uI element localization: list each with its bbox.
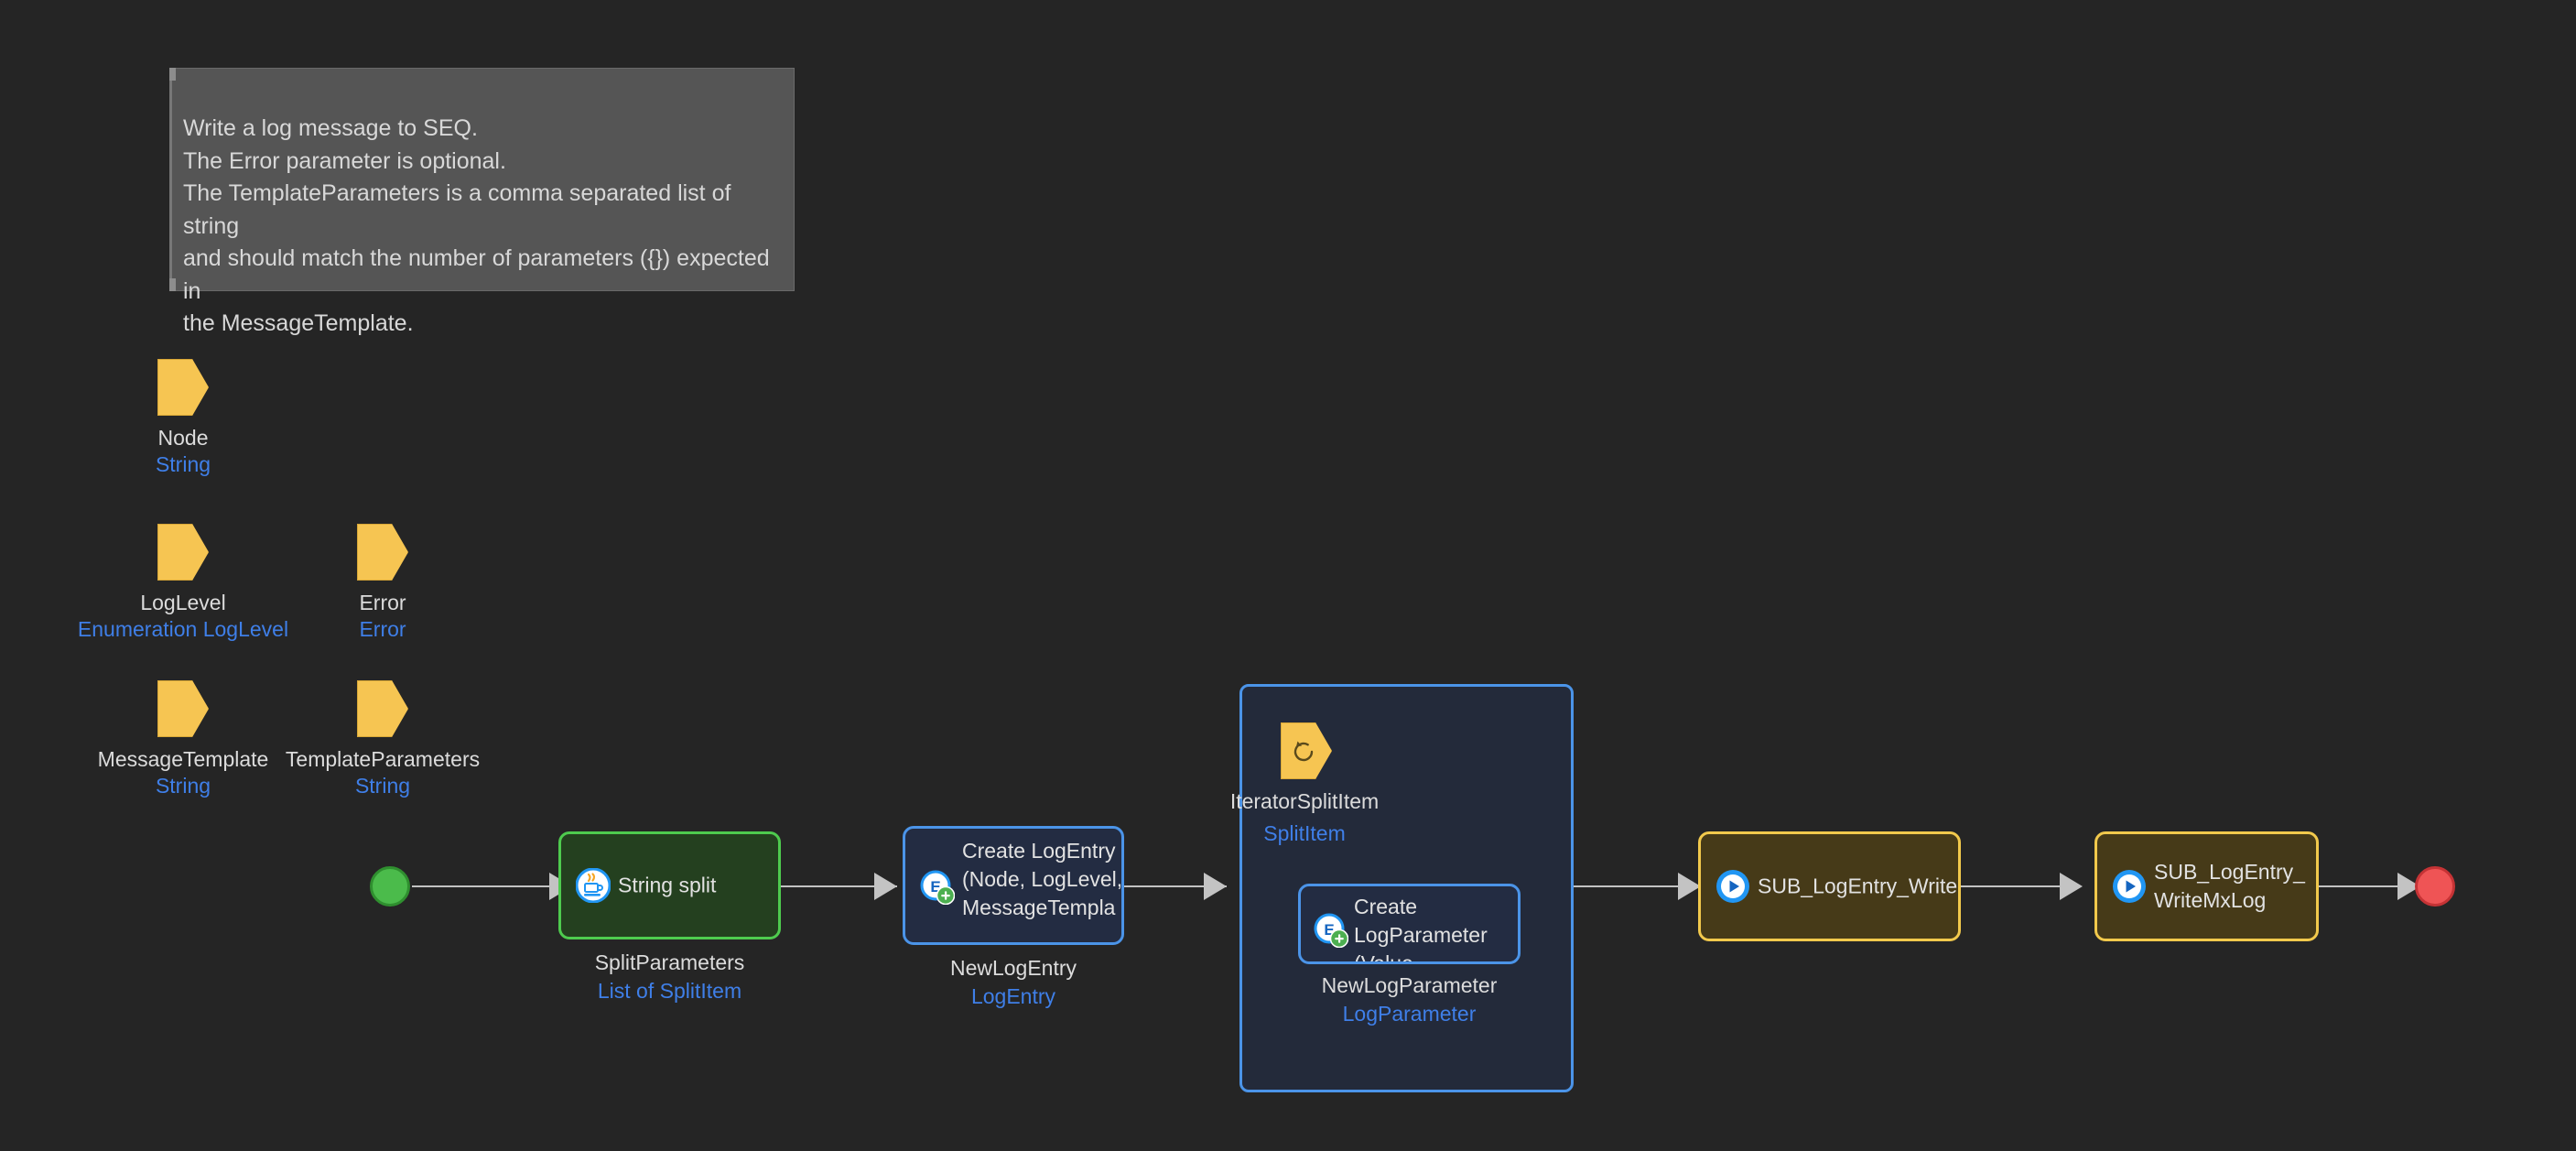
parameter-name: MessageTemplate: [97, 747, 269, 771]
activity-output-type: List of SplitItem: [597, 979, 742, 1003]
parameter-name: Error: [359, 591, 406, 614]
parameter-arrow-icon: [357, 524, 408, 581]
connector-arrowhead: [874, 873, 897, 900]
parameter-arrow-icon: [157, 524, 209, 581]
parameter-arrow-icon: [157, 680, 209, 737]
svg-text:E: E: [930, 878, 940, 896]
parameter-messagetemplate[interactable]: MessageTemplate String: [98, 680, 268, 798]
loop-iterator-icon: [1281, 722, 1332, 779]
activity-output-name: NewLogEntry: [949, 956, 1077, 980]
connector-arrowhead: [2060, 873, 2083, 900]
sub-microflow-icon: [2112, 869, 2147, 904]
loop-iterator-name: IteratorSplitItem: [1229, 789, 1380, 813]
java-action-icon: [575, 867, 612, 904]
comment-text: Write a log message to SEQ. The Error pa…: [183, 115, 770, 336]
loop-iterator-type: SplitItem: [1263, 821, 1346, 845]
parameter-name: LogLevel: [140, 591, 226, 614]
connector-arrowhead: [1204, 873, 1227, 900]
end-event[interactable]: [2415, 866, 2455, 907]
connector-line: [1961, 885, 2080, 887]
parameter-arrow-icon: [357, 680, 408, 737]
activity-caption: String split: [618, 873, 717, 897]
activity-create-log-parameter[interactable]: E Create LogParameter (Value, LogParamet…: [1298, 884, 1521, 964]
parameter-node[interactable]: Node String: [156, 359, 211, 476]
create-object-icon: E: [920, 870, 956, 906]
connector-line: [2319, 885, 2429, 887]
activity-caption: SUB_LogEntry_ WriteMxLog: [2154, 860, 2305, 912]
activity-sub-logentry-writemxlog[interactable]: SUB_LogEntry_ WriteMxLog: [2094, 831, 2319, 941]
parameter-arrow-icon: [157, 359, 209, 416]
activity-sub-logentry-write[interactable]: SUB_LogEntry_Write: [1698, 831, 1961, 941]
connector-line: [1124, 885, 1227, 887]
activity-output-type: LogParameter: [1342, 1002, 1477, 1026]
parameter-type: Enumeration LogLevel: [77, 617, 289, 641]
activity-caption: Create LogEntry (Node, LogLevel, Message…: [962, 839, 1123, 919]
loop-arrow-glyph: [1293, 741, 1314, 762]
parameter-name: Node: [157, 426, 209, 450]
parameter-type: String: [354, 774, 411, 798]
parameter-type: String: [155, 452, 211, 476]
parameter-type: Error: [359, 617, 406, 641]
connector-line: [412, 885, 551, 887]
activity-output-name: SplitParameters: [594, 950, 745, 974]
comment-left-edge: [169, 69, 172, 290]
connector-line: [1574, 885, 1702, 887]
sub-microflow-icon: [1716, 869, 1750, 904]
parameter-templateparameters[interactable]: TemplateParameters String: [286, 680, 480, 798]
parameter-name: TemplateParameters: [285, 747, 481, 771]
parameter-loglevel[interactable]: LogLevel Enumeration LogLevel: [78, 524, 288, 641]
loop-iterator-parameter[interactable]: [1281, 722, 1332, 779]
connector-arrowhead: [1678, 873, 1701, 900]
activity-caption: Create LogParameter (Value, LogParameter…: [1354, 895, 1488, 964]
parameter-type: String: [155, 774, 211, 798]
activity-output-name: NewLogParameter: [1321, 973, 1498, 997]
connector-line: [781, 885, 897, 887]
start-event[interactable]: [370, 866, 410, 907]
activity-output-type: LogEntry: [970, 984, 1056, 1008]
activity-string-split[interactable]: String split: [558, 831, 781, 939]
activity-create-log-entry[interactable]: E Create LogEntry (Node, LogLevel, Messa…: [903, 826, 1124, 945]
comment-handle-bottom[interactable]: [169, 278, 176, 291]
svg-text:E: E: [1324, 921, 1334, 939]
microflow-comment[interactable]: Write a log message to SEQ. The Error pa…: [169, 68, 795, 336]
create-object-icon: E: [1314, 913, 1349, 948]
comment-handle-top[interactable]: [169, 68, 176, 81]
activity-caption: SUB_LogEntry_Write: [1758, 874, 1958, 898]
parameter-error[interactable]: Error Error: [357, 524, 408, 641]
